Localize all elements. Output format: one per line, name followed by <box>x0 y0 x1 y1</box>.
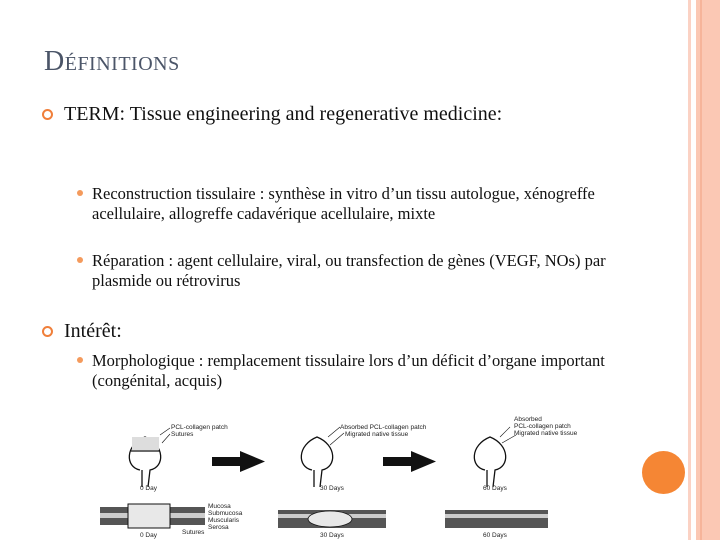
bullet-text: TERM: Tissue engineering and regenerativ… <box>64 103 503 125</box>
layer-label: Serosa <box>208 524 229 531</box>
label: Sutures <box>171 431 194 438</box>
time-label: 60 Days <box>483 485 508 492</box>
time-label: 30 Days <box>320 485 345 492</box>
ring-bullet-icon <box>42 109 53 120</box>
decor-stripe <box>700 0 702 540</box>
sub-bullet-text: Réparation : agent cellulaire, viral, ou… <box>92 251 606 290</box>
bladder-0-day <box>128 436 162 488</box>
label: Sutures <box>182 529 205 536</box>
tissue-0-day <box>100 503 205 529</box>
label: Migrated native tissue <box>345 431 409 438</box>
arrow-icon <box>383 451 436 472</box>
label: Migrated native tissue <box>514 430 578 437</box>
sub-bullet-text: Morphologique : remplacement tissulaire … <box>92 351 605 390</box>
ring-bullet-icon <box>42 326 53 337</box>
label: PCL-collagen patch <box>514 423 571 430</box>
layer-label: Muscularis <box>208 517 240 524</box>
time-label: 60 Days <box>483 532 508 539</box>
sub-bullet: Réparation : agent cellulaire, viral, ou… <box>77 251 612 290</box>
bullet-interet: Intérêt: <box>42 320 584 343</box>
label: PCL-collagen patch <box>171 424 228 431</box>
dot-bullet-icon <box>77 257 83 263</box>
bladder-repair-figure: PCL-collagen patch Sutures Absorbed PCL-… <box>100 416 578 539</box>
bladder-30-days <box>300 436 334 488</box>
time-label: 30 Days <box>320 532 345 539</box>
bladder-60-days <box>473 436 507 488</box>
tissue-30-days <box>278 510 386 528</box>
bullet-text: Intérêt: <box>64 320 122 342</box>
slide-title: Définitions <box>44 46 180 77</box>
sub-bullet: Morphologique : remplacement tissulaire … <box>77 351 612 390</box>
arrow-icon <box>212 451 265 472</box>
dot-bullet-icon <box>77 190 83 196</box>
layer-label: Mucosa <box>208 503 231 510</box>
label: Absorbed PCL-collagen patch <box>340 424 427 431</box>
decor-stripe <box>688 0 691 540</box>
time-label: 0 Day <box>140 485 158 492</box>
decor-circle <box>642 451 685 494</box>
label: Absorbed <box>514 416 542 423</box>
sub-bullet-text: Reconstruction tissulaire : synthèse in … <box>92 184 595 223</box>
sub-bullet: Reconstruction tissulaire : synthèse in … <box>77 184 612 223</box>
bullet-term: TERM: Tissue engineering and regenerativ… <box>42 103 584 126</box>
time-label: 0 Day <box>140 532 158 539</box>
dot-bullet-icon <box>77 357 83 363</box>
layer-label: Submucosa <box>208 510 243 517</box>
tissue-60-days <box>445 510 548 528</box>
